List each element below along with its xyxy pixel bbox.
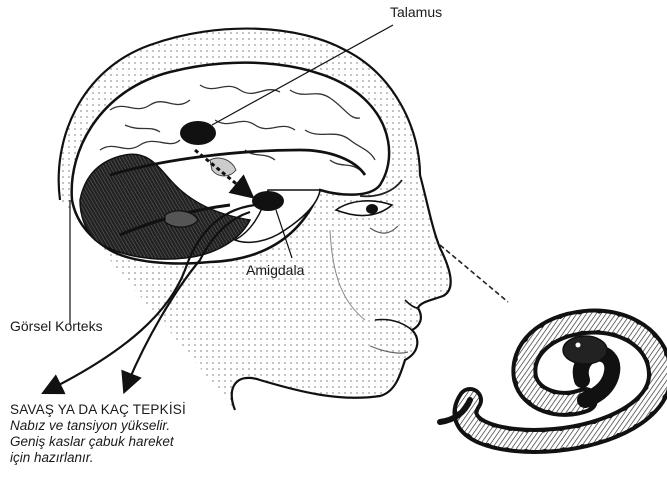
fight-or-flight-caption: SAVAŞ YA DA KAÇ TEPKİSİ Nabız ve tansiyo… <box>10 402 310 466</box>
amygdala-label: Amigdala <box>246 262 304 278</box>
caption-title: SAVAŞ YA DA KAÇ TEPKİSİ <box>10 402 310 417</box>
amygdala-node <box>252 191 284 211</box>
caption-line: için hazırlanır. <box>10 450 310 466</box>
caption-line: Nabız ve tansiyon yükselir. <box>10 418 310 434</box>
thalamus-label: Talamus <box>390 4 442 20</box>
caption-line: Geniş kaslar çabuk hareket <box>10 434 310 450</box>
thalamus-node <box>180 121 216 145</box>
snake-icon <box>440 322 660 441</box>
visual-cortex-label: Görsel Korteks <box>10 318 103 334</box>
